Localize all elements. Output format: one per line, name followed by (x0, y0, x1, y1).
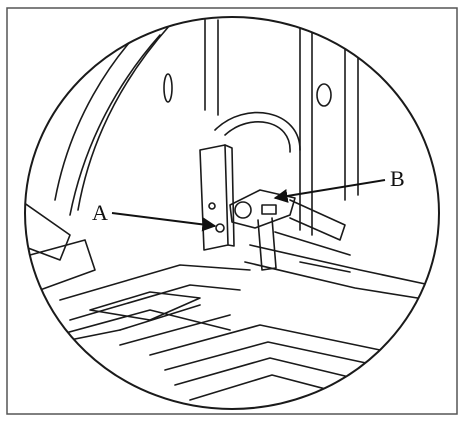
callout-a-arrow (111, 212, 217, 232)
callout-a-label: A (92, 200, 108, 225)
callout-b-label: B (390, 166, 405, 191)
detail-circle-outline (24, 16, 440, 410)
detail-circle (25, 19, 431, 401)
figure-border (6, 7, 458, 415)
callout-b-arrow (273, 179, 386, 203)
